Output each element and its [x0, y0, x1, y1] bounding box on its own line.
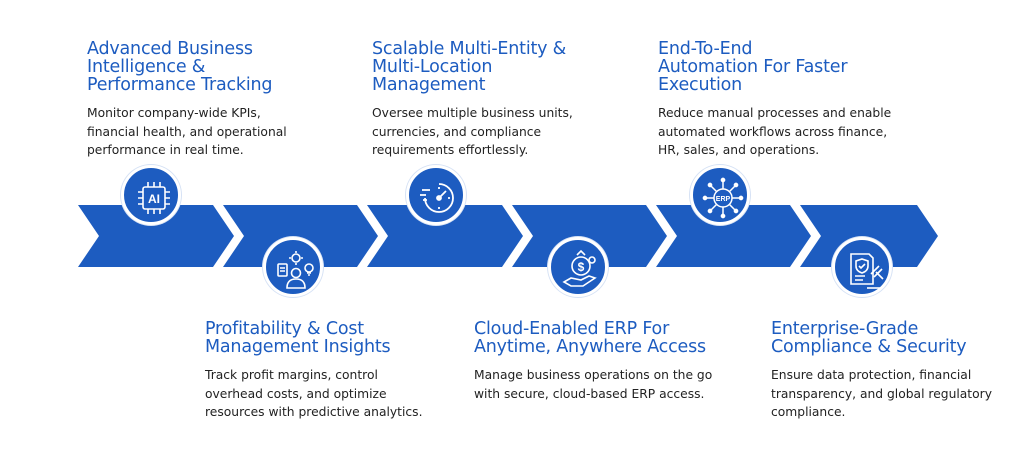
money-hand-icon: $ — [562, 249, 597, 287]
step-3-card: Scalable Multi-Entity & Multi-Location M… — [372, 40, 573, 160]
step-4-description: Manage business operations on the go wit… — [474, 368, 713, 401]
step-6-card: Enterprise-Grade Compliance & Security E… — [771, 320, 992, 422]
ai-chip-icon: AI — [138, 182, 170, 214]
speed-gauge-icon — [420, 183, 454, 213]
step-2-description: Track profit margins, control overhead c… — [205, 368, 423, 419]
legal-shield-icon — [850, 253, 884, 289]
badge-step-4: $ — [548, 237, 608, 297]
erp-network-icon: ERP — [702, 177, 744, 219]
step-5-card: End-To-End Automation For Faster Executi… — [658, 40, 891, 160]
chevron-segment-6 — [800, 205, 938, 267]
svg-text:$: $ — [578, 260, 585, 274]
step-6-description: Ensure data protection, financial transp… — [771, 368, 992, 419]
step-3-description: Oversee multiple business units, currenc… — [372, 106, 573, 157]
step-4-card: Cloud-Enabled ERP For Anytime, Anywhere … — [474, 320, 712, 403]
ai-chip-label: AI — [148, 192, 160, 206]
step-2-title: Profitability & Cost Management Insights — [205, 319, 391, 357]
badge-step-5: ERP — [690, 165, 750, 225]
step-5-description: Reduce manual processes and enable autom… — [658, 106, 892, 157]
step-1-title: Advanced Business Intelligence & Perform… — [87, 39, 273, 95]
badge-step-1: AI — [121, 165, 181, 225]
erp-label: ERP — [716, 196, 731, 203]
step-1-description: Monitor company-wide KPIs, financial hea… — [87, 106, 287, 157]
step-5-title: End-To-End Automation For Faster Executi… — [658, 39, 848, 95]
chevron-segment-5 — [656, 205, 811, 267]
step-2-card: Profitability & Cost Management Insights… — [205, 320, 423, 422]
badge-step-2 — [263, 237, 323, 297]
step-1-card: Advanced Business Intelligence & Perform… — [87, 40, 287, 160]
step-6-title: Enterprise-Grade Compliance & Security — [771, 319, 967, 357]
chevron-segment-3 — [367, 205, 523, 267]
step-3-title: Scalable Multi-Entity & Multi-Location M… — [372, 39, 567, 95]
step-4-title: Cloud-Enabled ERP For Anytime, Anywhere … — [474, 319, 706, 357]
badge-step-3 — [406, 165, 466, 225]
chevron-segment-2 — [223, 205, 378, 267]
manager-insights-icon — [277, 251, 314, 289]
chevron-segment-1 — [78, 205, 234, 267]
badge-step-6 — [832, 237, 892, 297]
